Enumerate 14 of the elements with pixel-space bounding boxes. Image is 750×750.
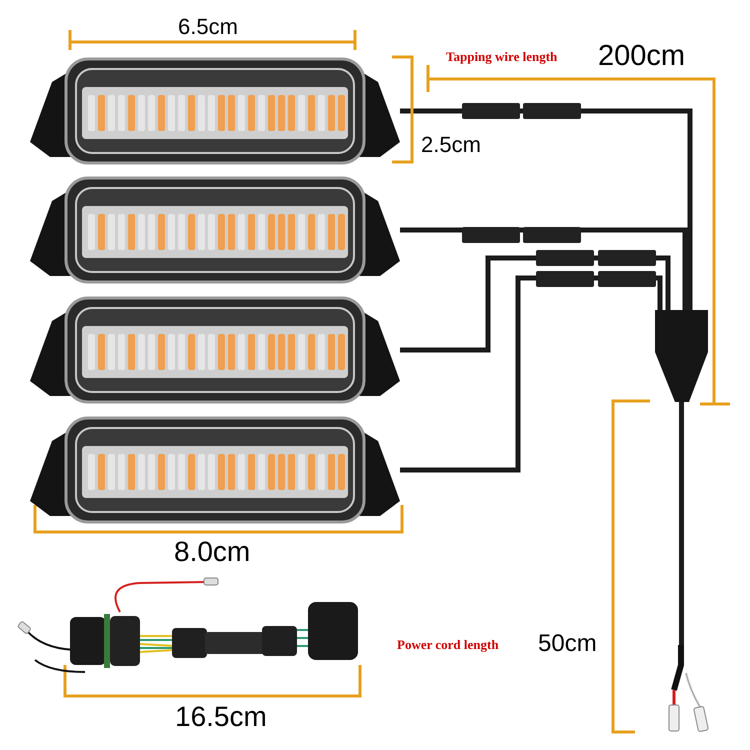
caption-text: Tapping wire length bbox=[446, 50, 558, 63]
dimension-text: 2.5cm bbox=[421, 134, 481, 156]
dimension-text: 200cm bbox=[598, 42, 686, 71]
dimension-text: 8.0cm bbox=[174, 538, 250, 566]
led-light-bar-drawing bbox=[30, 176, 400, 284]
caption-text: Power cord length bbox=[397, 638, 499, 651]
led-light-bar-drawing bbox=[30, 296, 400, 404]
wire-splitter-drawing bbox=[655, 310, 708, 402]
dimension-text: 6.5cm bbox=[178, 16, 238, 38]
cable bbox=[679, 402, 684, 645]
led-light-bar-drawing bbox=[30, 57, 400, 165]
led-light-bar-drawing bbox=[30, 416, 400, 524]
dimension-text: 16.5cm bbox=[175, 703, 267, 731]
dimension-text: 50cm bbox=[538, 632, 597, 656]
